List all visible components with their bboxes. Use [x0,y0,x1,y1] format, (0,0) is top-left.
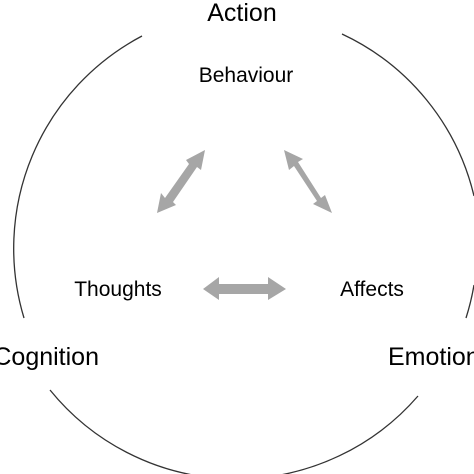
outer-circle-arc-bottom [49,389,419,474]
arrow-behaviour-thoughts [157,150,205,213]
label-action: Action [207,0,276,27]
label-cognition: Cognition [0,343,99,371]
label-thoughts: Thoughts [74,278,162,301]
outer-circle-arc-left [13,35,143,319]
label-emotion: Emotion [388,343,474,371]
arrow-thoughts-affects [203,277,286,300]
outer-circle-arc-right [341,33,474,197]
arrow-behaviour-affects [284,150,332,213]
label-behaviour: Behaviour [199,64,294,87]
label-affects: Affects [340,278,404,301]
outer-circle-arc-right-lower [465,284,474,319]
